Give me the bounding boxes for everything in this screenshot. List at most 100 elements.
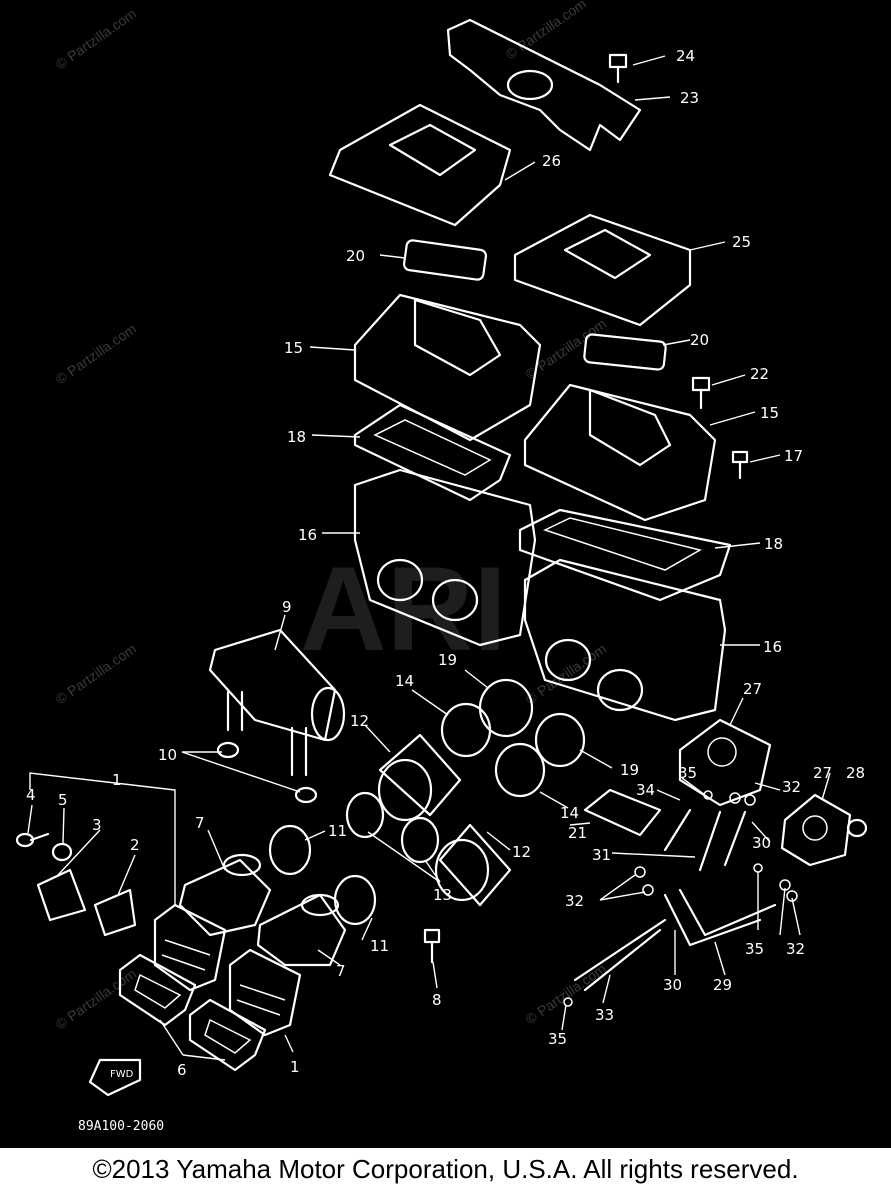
part-24-bolt (608, 53, 628, 84)
callout-19: 19 (620, 761, 639, 779)
part-16-airbox (523, 558, 727, 722)
part-22-bolt (691, 376, 711, 410)
callout-2: 2 (130, 836, 140, 854)
fwd-label: FWD (110, 1069, 134, 1080)
part-23-bracket (446, 18, 642, 152)
callout-28: 28 (846, 764, 865, 782)
part-20-pad (402, 239, 488, 281)
callout-23: 23 (680, 89, 699, 107)
callout-22: 22 (750, 365, 769, 383)
part-21-pad (583, 788, 662, 837)
callout-5: 5 (58, 791, 68, 809)
part-19-joint (478, 678, 534, 738)
callout-27: 27 (813, 764, 832, 782)
part-7-manifold (178, 853, 272, 937)
callout-35: 35 (548, 1030, 567, 1048)
part-13-clamp (400, 816, 440, 864)
callout-34: 34 (636, 781, 655, 799)
callout-4: 4 (26, 786, 36, 804)
callout-30: 30 (663, 976, 682, 994)
parts-diagram: ARI © Partzilla.com © Partzilla.com © Pa… (0, 0, 891, 1148)
part-11-clamp (268, 824, 312, 876)
part-10-clip (216, 741, 240, 759)
watermark-text: © Partzilla.com (53, 640, 139, 707)
callout-32: 32 (786, 940, 805, 958)
big-watermark: ARI (300, 542, 507, 676)
callout-25: 25 (732, 233, 751, 251)
diagram-part-code: 89A100-2060 (78, 1119, 165, 1134)
part-17-screw (731, 450, 749, 480)
callout-9: 9 (282, 598, 292, 616)
part-2-reed (93, 888, 137, 937)
callout-18: 18 (764, 535, 783, 553)
part-8-bolt (423, 928, 441, 964)
watermark-group: © Partzilla.com © Partzilla.com © Partzi… (53, 0, 609, 1032)
part-3-reed-stopper (36, 868, 87, 922)
callout-30: 30 (752, 834, 771, 852)
group-bracket (29, 772, 176, 905)
callouts: 1 1 2 3 4 5 6 7 7 8 9 10 11 11 12 12 13 … (26, 47, 865, 1079)
part-4-screw (15, 832, 50, 848)
callout-11: 11 (370, 937, 389, 955)
callout-1: 1 (290, 1058, 300, 1076)
part-18-gasket (518, 508, 732, 602)
part-13-clamp (345, 791, 385, 839)
callout-29: 29 (713, 976, 732, 994)
part-28-cap (846, 818, 868, 838)
part-27-pump (678, 718, 772, 807)
callout-16: 16 (763, 638, 782, 656)
part-7-manifold (256, 893, 347, 967)
callout-35: 35 (678, 764, 697, 782)
part-25-foam (513, 213, 692, 327)
part-6-gasket (118, 953, 197, 1027)
callout-7: 7 (336, 962, 346, 980)
part-1-reed-valve (153, 903, 227, 992)
callout-13: 13 (433, 886, 452, 904)
watermark-text: © Partzilla.com (503, 0, 589, 62)
callout-10: 10 (158, 746, 177, 764)
callout-15: 15 (284, 339, 303, 357)
part-5-grommet (51, 842, 73, 862)
watermark-text: © Partzilla.com (53, 5, 139, 72)
fwd-arrow: FWD (88, 1058, 142, 1097)
part-12-boot (377, 733, 462, 822)
callout-18: 18 (287, 428, 306, 446)
callout-31: 31 (592, 846, 611, 864)
callout-32: 32 (565, 892, 584, 910)
part-10-clip (294, 786, 318, 804)
callout-20: 20 (690, 331, 709, 349)
callout-3: 3 (92, 816, 102, 834)
callout-11: 11 (328, 822, 347, 840)
part-1-reed-valve (228, 948, 302, 1037)
callout-32: 32 (782, 778, 801, 796)
watermark-text: © Partzilla.com (53, 320, 139, 387)
part-14-clamp (494, 742, 546, 798)
part-12-boot (434, 823, 512, 907)
callout-14: 14 (560, 804, 579, 822)
part-20-pad (583, 333, 667, 371)
callout-16: 16 (298, 526, 317, 544)
callout-6: 6 (177, 1061, 187, 1079)
callout-15: 15 (760, 404, 779, 422)
part-11-clamp (333, 874, 377, 926)
part-16-airbox (353, 468, 537, 647)
callout-27: 27 (743, 680, 762, 698)
copyright-notice: ©2013 Yamaha Motor Corporation, U.S.A. A… (0, 1148, 891, 1190)
callout-14: 14 (395, 672, 414, 690)
callout-17: 17 (784, 447, 803, 465)
part-15-cover (523, 383, 717, 522)
callout-35: 35 (745, 940, 764, 958)
fuel-hoses (573, 808, 777, 992)
exploded-view-drawing: ARI © Partzilla.com © Partzilla.com © Pa… (15, 0, 868, 1097)
callout-19: 19 (438, 651, 457, 669)
callout-12: 12 (512, 843, 531, 861)
part-18-gasket (353, 403, 512, 502)
part-19-joint (534, 712, 586, 768)
part-14-clamp (440, 702, 492, 758)
callout-7: 7 (195, 814, 205, 832)
callout-1: 1 (112, 771, 122, 789)
part-6-gasket (188, 998, 267, 1072)
part-26-foam (328, 103, 512, 227)
callout-24: 24 (676, 47, 695, 65)
leader-lines (27, 55, 831, 1061)
